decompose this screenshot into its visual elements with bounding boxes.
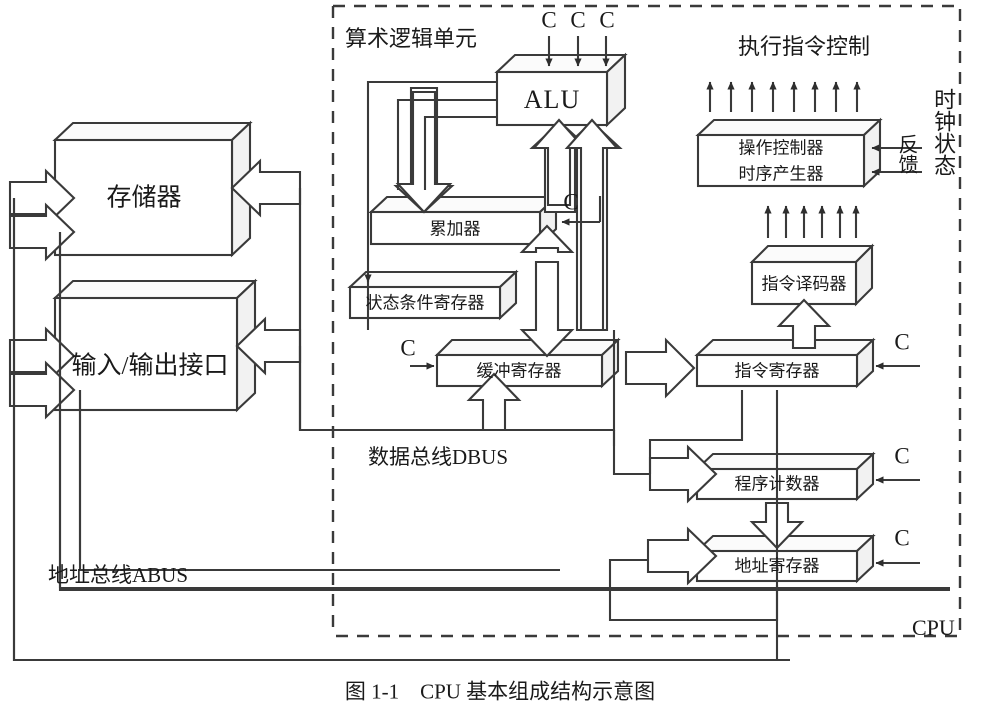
exec-control-label: 执行指令控制 [738,34,871,59]
cpu-boundary-label: CPU [912,615,955,640]
arrow-buffer-to-ir [624,337,696,399]
arrow-acc-down-head [519,224,575,254]
alu-section-label: 算术逻辑单元 [345,26,478,51]
arrow-dbus-up-alu [564,118,620,332]
accumulator-label: 累加器 [429,219,481,239]
arrow-abus-to-memory [8,168,76,228]
abus-main [12,198,779,662]
clock-state-label: 时钟状态 [931,88,957,176]
block-alu [494,52,628,128]
instruction-decoder-label: 指令译码器 [761,274,847,294]
io-label: 输入/输出接口 [71,352,229,380]
alu-rail-1 [366,80,497,330]
controller-label-line2: 时序产生器 [738,164,824,184]
memory-label: 存储器 [106,184,182,212]
program-counter-label: 程序计数器 [734,474,820,494]
decoder-to-controller-arrows [764,205,860,238]
figure-caption: 图 1-1 CPU 基本组成结构示意图 [344,679,656,704]
alu-label: ALU [523,85,581,114]
block-instruction-decoder [749,243,875,307]
alu-rail-3 [423,115,497,190]
address-register-label: 地址寄存器 [734,556,820,576]
alu-rail-2 [396,98,497,190]
block-controller [695,117,883,189]
arrow-into-memory-right [230,158,302,218]
controller-output-arrows [706,81,861,112]
instruction-register-c: C [894,329,910,355]
arrow-acc-buffer [519,260,575,358]
block-buffer-register [434,337,621,389]
alu-control-c1: C [541,7,557,33]
block-io [52,278,258,413]
block-memory [52,120,253,258]
buffer-register-label: 缓冲寄存器 [476,361,562,381]
arrow-bus-to-addr [646,526,718,586]
alu-control-arrows [545,36,610,67]
arrow-acc-up-alu [531,118,587,207]
ir-bus-down [608,390,779,622]
program-counter-c: C [894,443,910,469]
block-status-register [347,269,519,321]
status-register-label: 状态条件寄存器 [365,293,485,313]
alu-control-c2: C [570,7,586,33]
ir-to-pc [648,390,744,474]
address-register-c: C [894,525,910,551]
dbus-main [298,188,614,432]
arrow-into-io-right [235,316,302,376]
alu-control-c3: C [599,7,615,33]
abus-label: 地址总线ABUS [48,563,189,587]
block-instruction-register [694,337,876,389]
arrow-bus-to-pc [648,444,718,504]
instruction-register-label: 指令寄存器 [734,361,820,381]
dbus-to-pc-feed [612,430,650,476]
buffer-c: C [400,335,416,361]
accumulator-c: C [563,189,579,215]
feedback-label: 反馈 [895,134,917,174]
controller-label-line1: 操作控制器 [738,138,824,158]
arrow-ir-to-decoder [776,298,832,350]
arrow-dbus-to-buffer [466,372,522,432]
dbus-label: 数据总线DBUS [368,445,509,469]
